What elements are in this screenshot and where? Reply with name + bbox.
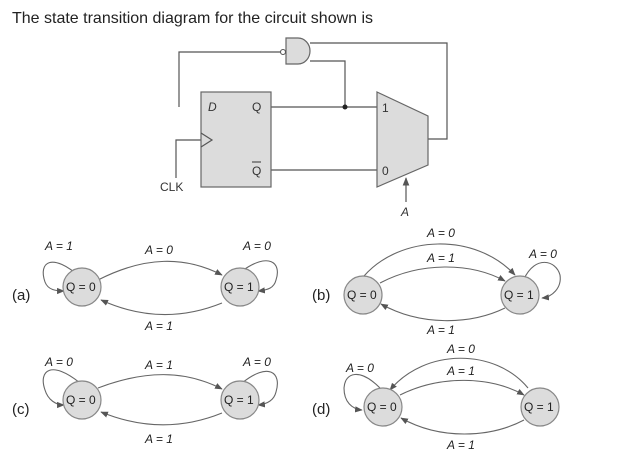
state-q1	[220, 267, 260, 307]
wire-clk	[175, 139, 201, 178]
option-c-label: (c)	[12, 401, 30, 418]
state-q1-label: Q = 1	[224, 393, 254, 407]
d-flipflop	[200, 91, 272, 188]
state-q1-label: Q = 1	[524, 400, 554, 414]
wire-mux-out-to-nand	[310, 42, 448, 140]
edge-label: A = 0	[242, 239, 271, 253]
edge-label: A = 1	[426, 323, 455, 337]
option-c[interactable]: (c) Q = 0 Q = 1 A = 0 A = 1 A = 0 A = 1	[12, 355, 278, 446]
edge-b-q1-q0	[380, 303, 506, 322]
edge-label: A = 1	[144, 319, 173, 333]
state-q0-label: Q = 0	[66, 393, 96, 407]
edge-label: A = 0	[446, 342, 475, 356]
clock-triangle-icon	[200, 132, 214, 148]
state-q0-label: Q = 0	[66, 280, 96, 294]
edge-b-q0-q1-a1	[379, 266, 506, 284]
edge-label: A = 0	[426, 226, 455, 240]
edge-d-q0-q1-a1	[399, 379, 525, 396]
state-q1-label: Q = 1	[504, 288, 534, 302]
state-q1-label: Q = 1	[224, 280, 254, 294]
state-q1	[500, 275, 540, 315]
ff-qbar-label: Q	[252, 164, 261, 178]
state-q1	[520, 387, 560, 427]
state-q0	[343, 275, 383, 315]
state-q0	[62, 380, 102, 420]
edge-d-q1-q0-a1	[400, 417, 525, 435]
option-d-label: (d)	[312, 401, 330, 418]
edge-c-q1-q0	[100, 411, 223, 426]
edge-label: A = 1	[426, 251, 455, 265]
edge-d-q1-q0-a0	[389, 357, 529, 391]
edge-c-q0-q1	[97, 374, 223, 390]
ff-d-label: D	[208, 100, 217, 114]
edge-label: A = 0	[44, 355, 73, 369]
junction-dot	[342, 104, 348, 110]
state-q0	[62, 267, 102, 307]
edge-label: A = 1	[446, 438, 475, 452]
edge-a-self-q1	[241, 260, 278, 294]
edge-b-q0-q1-a0	[363, 243, 516, 277]
circuit: D Q Q CLK 1 0 A	[160, 37, 448, 219]
edge-label: A = 0	[528, 247, 557, 261]
ff-q-label: Q	[252, 100, 261, 114]
question-text: The state transition diagram for the cir…	[12, 10, 374, 27]
edge-a-q1-q0	[100, 299, 223, 316]
state-q0-label: Q = 0	[367, 400, 397, 414]
edge-d-self-q0	[343, 373, 381, 413]
state-q1	[220, 380, 260, 420]
option-b-label: (b)	[312, 287, 330, 304]
edge-label: A = 1	[44, 239, 73, 253]
edge-c-self-q1	[241, 370, 278, 408]
edge-b-self-q1	[523, 261, 561, 301]
option-b[interactable]: (b) Q = 0 Q = 1 A = 0 A = 1 A = 0 A = 1	[312, 226, 561, 337]
mux-select-label: A	[400, 205, 409, 219]
inversion-bubble	[279, 48, 287, 56]
option-a-label: (a)	[12, 287, 30, 304]
mux-input-1-label: 1	[382, 101, 389, 115]
state-q0-label: Q = 0	[347, 288, 377, 302]
edge-label: A = 1	[144, 358, 173, 372]
edge-label: A = 0	[144, 243, 173, 257]
edge-a-self-q0	[42, 261, 81, 295]
state-q0	[363, 387, 403, 427]
multiplexer	[376, 91, 429, 188]
mux-input-0-label: 0	[382, 164, 389, 178]
edge-label: A = 0	[242, 355, 271, 369]
option-a[interactable]: (a) Q = 0 Q = 1 A = 1 A = 0 A = 0 A = 1	[12, 239, 278, 333]
edge-a-q0-q1	[97, 260, 223, 281]
edge-label: A = 0	[345, 361, 374, 375]
clk-label: CLK	[160, 180, 183, 194]
edge-c-self-q0	[42, 369, 81, 409]
wire-nand-to-d	[178, 51, 281, 107]
edge-label: A = 1	[446, 364, 475, 378]
wire-q-to-nand	[310, 60, 346, 107]
edge-label: A = 1	[144, 432, 173, 446]
nand-gate	[279, 37, 311, 65]
option-d[interactable]: (d) Q = 0 Q = 1 A = 0 A = 0 A = 1 A = 1	[312, 342, 560, 452]
